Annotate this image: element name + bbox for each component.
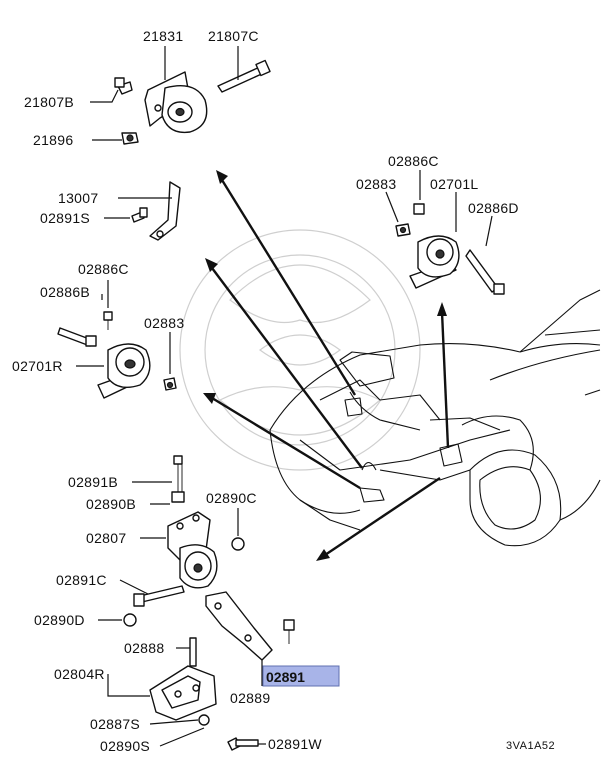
label-02888[interactable]: 02888 — [124, 640, 164, 656]
label-02886D[interactable]: 02886D — [468, 200, 519, 216]
mount-02701R-assembly — [57, 311, 177, 399]
label-02891C[interactable]: 02891C — [56, 572, 107, 588]
label-21807B[interactable]: 21807B — [24, 94, 74, 110]
label-02887S[interactable]: 02887S — [90, 716, 140, 732]
label-02891-highlighted[interactable]: 02891 — [266, 669, 305, 685]
label-21831[interactable]: 21831 — [143, 28, 183, 44]
label-02891W[interactable]: 02891W — [268, 736, 322, 752]
bracket-02889 — [205, 591, 295, 661]
label-13007[interactable]: 13007 — [58, 190, 98, 206]
label-02891B[interactable]: 02891B — [68, 474, 118, 490]
mount-02701L-assembly — [395, 203, 505, 295]
mount-21831-assembly — [114, 59, 271, 145]
label-02883-right[interactable]: 02883 — [356, 176, 396, 192]
label-02886C-left[interactable]: 02886C — [78, 261, 129, 277]
label-02701R[interactable]: 02701R — [12, 358, 63, 374]
leaders-02701R — [76, 280, 171, 374]
label-02891S[interactable]: 02891S — [40, 210, 90, 226]
vehicle-front-outline — [269, 289, 601, 547]
label-02890C[interactable]: 02890C — [206, 490, 257, 506]
label-02701L[interactable]: 02701L — [430, 176, 479, 192]
label-02890S[interactable]: 02890S — [100, 738, 150, 754]
label-21807C[interactable]: 21807C — [208, 28, 259, 44]
label-02804R[interactable]: 02804R — [54, 666, 105, 682]
leaders-13007 — [104, 197, 172, 219]
diagram-code: 3VA1A52 — [506, 740, 555, 752]
location-arrows — [203, 170, 450, 561]
leaders-02807 — [98, 481, 239, 621]
highlight-box-02891[interactable] — [262, 665, 340, 687]
label-02886C-right[interactable]: 02886C — [388, 153, 439, 169]
label-02807[interactable]: 02807 — [86, 530, 126, 546]
part-labels: 21831 21807C 21807B 21896 13007 02891S 0… — [12, 28, 555, 754]
label-02886B[interactable]: 02886B — [40, 284, 90, 300]
leaders-02804R — [107, 647, 266, 747]
bracket-13007 — [131, 181, 181, 241]
leaders-top — [90, 46, 239, 141]
label-21896[interactable]: 21896 — [33, 132, 73, 148]
label-02890D[interactable]: 02890D — [34, 612, 85, 628]
label-02890B[interactable]: 02890B — [86, 496, 136, 512]
label-02889[interactable]: 02889 — [230, 690, 270, 706]
mount-02807-assembly — [123, 455, 245, 627]
label-02883-left[interactable]: 02883 — [144, 315, 184, 331]
leaders-02701L — [385, 170, 493, 247]
bracket-02804R-assembly — [149, 637, 259, 751]
